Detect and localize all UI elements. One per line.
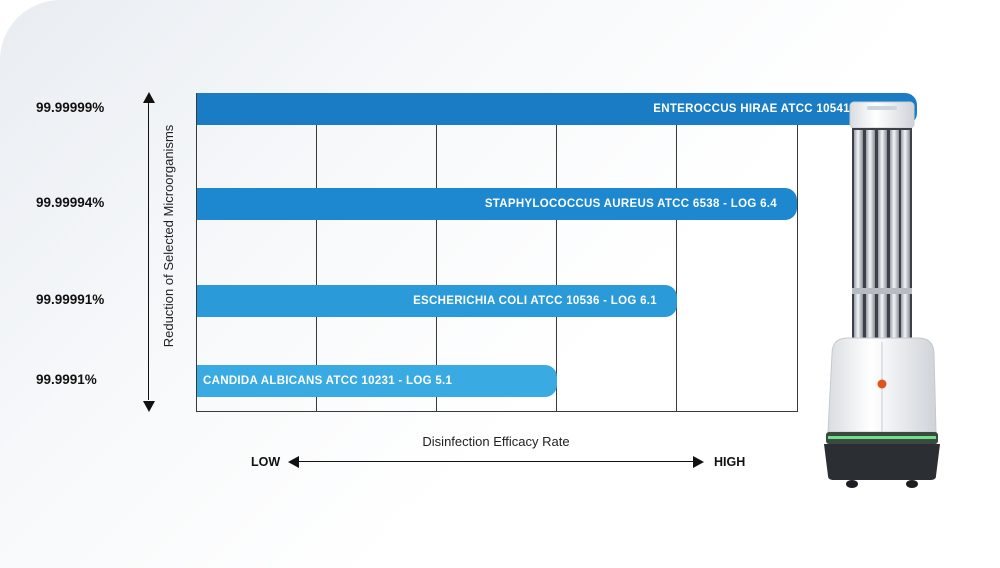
bar: ESCHERICHIA COLI ATCC 10536 - LOG 6.1 <box>197 285 677 317</box>
gridline <box>436 93 437 412</box>
gridline <box>556 93 557 412</box>
y-tick-label: 99.99999% <box>36 100 105 115</box>
bar-label: STAPHYLOCOCCUS AUREUS ATCC 6538 - LOG 6.… <box>484 198 777 210</box>
y-tick-label: 99.9991% <box>36 372 97 387</box>
bar: ENTEROCCUS HIRAE ATCC 10541 - LOG 7 <box>197 93 917 125</box>
x-axis-high-label: HIGH <box>714 455 746 469</box>
bar-label: ESCHERICHIA COLI ATCC 10536 - LOG 6.1 <box>413 295 657 307</box>
bar: STAPHYLOCOCCUS AUREUS ATCC 6538 - LOG 6.… <box>197 188 797 220</box>
bar-label: ENTEROCCUS HIRAE ATCC 10541 - LOG 7 <box>653 103 897 115</box>
arrow-up-icon <box>143 92 155 103</box>
y-tick-label: 99.99994% <box>36 195 105 210</box>
bar: CANDIDA ALBICANS ATCC 10231 - LOG 5.1 <box>197 365 557 397</box>
x-axis-arrow-line <box>298 461 695 462</box>
arrow-left-icon <box>288 456 299 468</box>
x-axis-low-label: LOW <box>251 455 281 469</box>
arrow-right-icon <box>693 456 704 468</box>
bar-label: CANDIDA ALBICANS ATCC 10231 - LOG 5.1 <box>203 375 453 387</box>
gridline <box>676 93 677 412</box>
y-axis-label: Reduction of Selected Microorganisms <box>161 124 176 348</box>
y-axis-arrow-line <box>148 100 149 400</box>
plot-frame <box>196 93 798 412</box>
gridline <box>316 93 317 412</box>
y-tick-label: 99.99991% <box>36 292 105 307</box>
arrow-down-icon <box>143 401 155 412</box>
x-axis-label: Disinfection Efficacy Rate <box>422 434 570 449</box>
uv-disinfection-robot-image <box>824 101 940 488</box>
